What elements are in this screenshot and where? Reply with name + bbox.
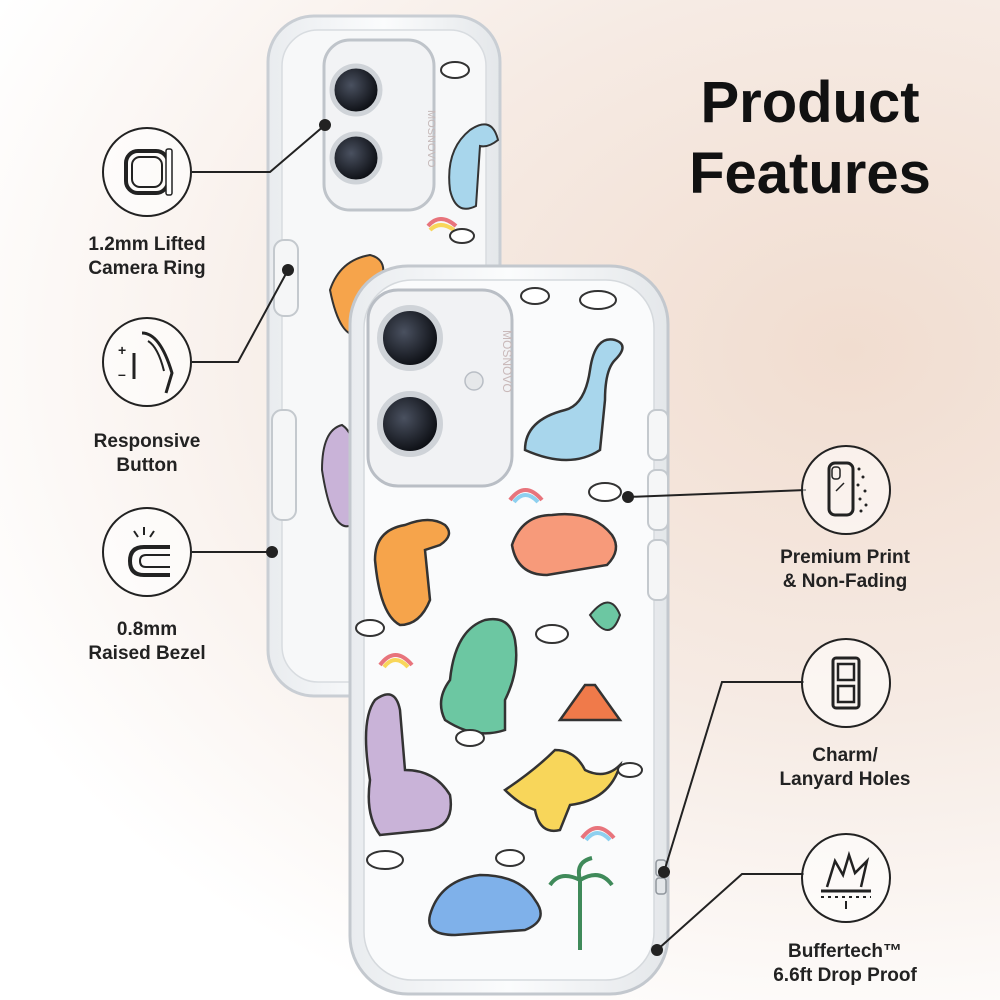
case-brand-text-back: MOSNOVO	[425, 110, 437, 168]
button-icon: +–	[102, 317, 192, 407]
title-line-1: Product	[700, 70, 920, 135]
dinosaur-print-front	[355, 287, 643, 950]
print-icon	[801, 445, 891, 535]
feature-lanyard-label: Charm/Lanyard Holes	[779, 745, 911, 790]
bezel-icon	[102, 507, 192, 597]
svg-text:+: +	[118, 342, 126, 358]
case-brand-text-front: MOSNOVO	[500, 330, 514, 393]
phone-case-front: MOSNOVO	[348, 264, 670, 996]
drop-proof-icon	[801, 833, 891, 923]
feature-print-label: Premium Print& Non-Fading	[780, 547, 910, 592]
lanyard-holes-icon	[801, 638, 891, 728]
camera-ring-icon	[102, 127, 192, 217]
callout-lines	[192, 119, 807, 956]
page-title: Product Features	[660, 68, 960, 210]
svg-text:–: –	[118, 366, 126, 382]
title-line-2: Features	[689, 140, 931, 206]
